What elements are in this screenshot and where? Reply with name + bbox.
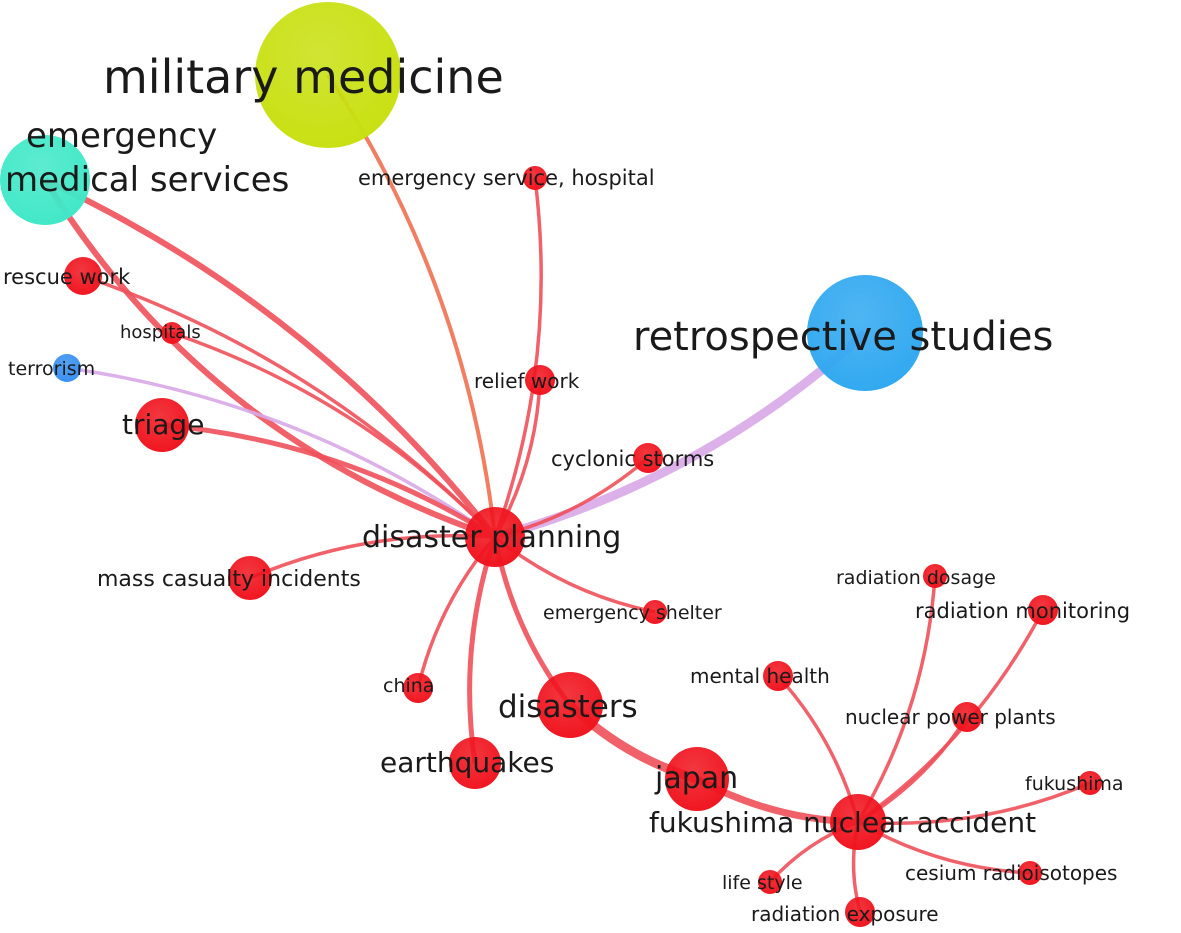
node-label-rm: radiation monitoring <box>915 599 1130 623</box>
node-label-shel: emergency shelter <box>543 602 722 624</box>
node-label-mh: mental health <box>690 664 830 688</box>
nodes <box>0 2 1102 927</box>
node-ls[interactable] <box>758 870 782 894</box>
edge-dp-ter <box>66 366 497 539</box>
node-label-eq: earthquakes <box>380 746 554 779</box>
node-tri[interactable] <box>135 398 189 452</box>
node-dis[interactable] <box>537 672 603 738</box>
node-label-tri: triage <box>122 408 204 441</box>
edges <box>42 73 1091 913</box>
node-mil[interactable] <box>255 2 401 148</box>
edge-dp-ret <box>493 329 869 542</box>
node-label-ces: cesium radioisotopes <box>905 861 1117 885</box>
node-label-esh: emergency service, hospital <box>358 166 655 190</box>
node-label-ter: terrorism <box>8 358 95 380</box>
edge-dp-mci <box>249 533 496 580</box>
node-fuk[interactable] <box>1078 771 1102 795</box>
edge-dp-ems <box>42 178 496 540</box>
node-hos[interactable] <box>161 322 183 344</box>
node-ems[interactable] <box>0 135 90 225</box>
node-cyc[interactable] <box>633 443 663 473</box>
node-label-rd: radiation dosage <box>836 567 996 589</box>
node-label-dis: disasters <box>498 689 638 725</box>
edge-fna-rd <box>856 575 937 823</box>
node-ret[interactable] <box>807 275 923 391</box>
node-rw[interactable] <box>64 257 102 295</box>
node-rd[interactable] <box>923 564 947 588</box>
edge-dp-hos <box>171 331 497 539</box>
node-label-re: radiation exposure <box>751 902 939 926</box>
edge-dp-tri <box>161 422 497 540</box>
node-ter[interactable] <box>53 354 81 382</box>
node-re[interactable] <box>845 897 875 927</box>
node-rel[interactable] <box>525 365 555 395</box>
node-ces[interactable] <box>1018 861 1042 885</box>
node-mh[interactable] <box>763 661 793 691</box>
node-label-mil: military medicine <box>103 50 504 104</box>
node-shel[interactable] <box>643 600 667 624</box>
edge-dp-esh <box>493 177 543 538</box>
node-label-jap: japan <box>654 761 738 796</box>
node-label-fna: fukushima nuclear accident <box>649 806 1036 839</box>
node-label-dp: disaster planning <box>362 520 621 555</box>
node-jap[interactable] <box>665 747 729 811</box>
edge-dp-ems <box>43 177 498 539</box>
node-label-hos: hospitals <box>120 322 201 343</box>
node-label-npp: nuclear power plants <box>845 705 1056 729</box>
node-label-chi: china <box>383 675 434 697</box>
node-chi[interactable] <box>403 673 433 703</box>
node-label-mci: mass casualty incidents <box>97 567 361 592</box>
node-label-ls: life style <box>722 872 803 894</box>
node-label-rel: relief work <box>474 369 580 393</box>
node-label-cyc: cyclonic storms <box>551 447 714 471</box>
node-mci[interactable] <box>228 556 272 600</box>
edge-fna-fuk <box>857 781 1091 825</box>
node-label-ret: retrospective studies <box>633 314 1053 360</box>
node-rm[interactable] <box>1028 595 1058 625</box>
node-label-rw: rescue work <box>3 265 131 289</box>
node-dp[interactable] <box>465 507 525 567</box>
node-esh[interactable] <box>523 166 547 190</box>
node-eq[interactable] <box>449 737 501 789</box>
node-fna[interactable] <box>830 794 886 850</box>
node-label-fuk: fukushima <box>1025 773 1124 795</box>
node-npp[interactable] <box>952 702 982 732</box>
edge-dp-eq <box>467 536 498 764</box>
